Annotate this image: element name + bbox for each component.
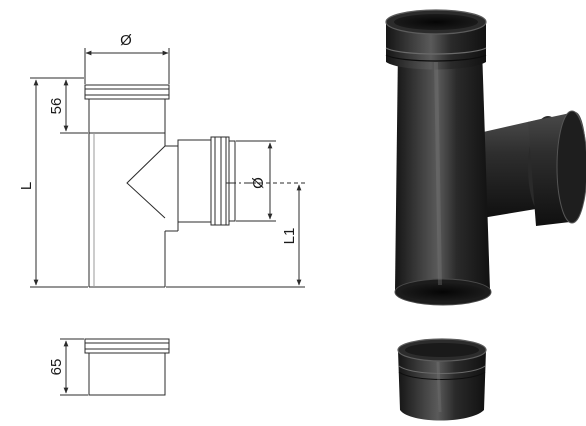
dim-top-diameter: [84, 48, 170, 84]
total-height-label: L: [18, 182, 35, 190]
tee-main-body: [88, 133, 166, 288]
tee-top-socket: [84, 84, 170, 134]
top-diameter-label: Ø: [120, 32, 132, 49]
dim-branch-diameter: [226, 140, 276, 222]
cap-photo: [397, 338, 487, 421]
cap-height-label: 65: [48, 359, 65, 376]
dim-total-height: [30, 77, 88, 288]
tee-photo: [385, 9, 586, 306]
dim-branch-height: [166, 182, 305, 288]
branch-height-label: L1: [281, 228, 298, 245]
branch-diameter-label: Ø: [250, 177, 267, 189]
cap-drawing: [84, 338, 170, 396]
tee-branch: [126, 136, 236, 232]
dim-cap-height: [60, 338, 88, 396]
socket-depth-label: 56: [48, 98, 65, 115]
